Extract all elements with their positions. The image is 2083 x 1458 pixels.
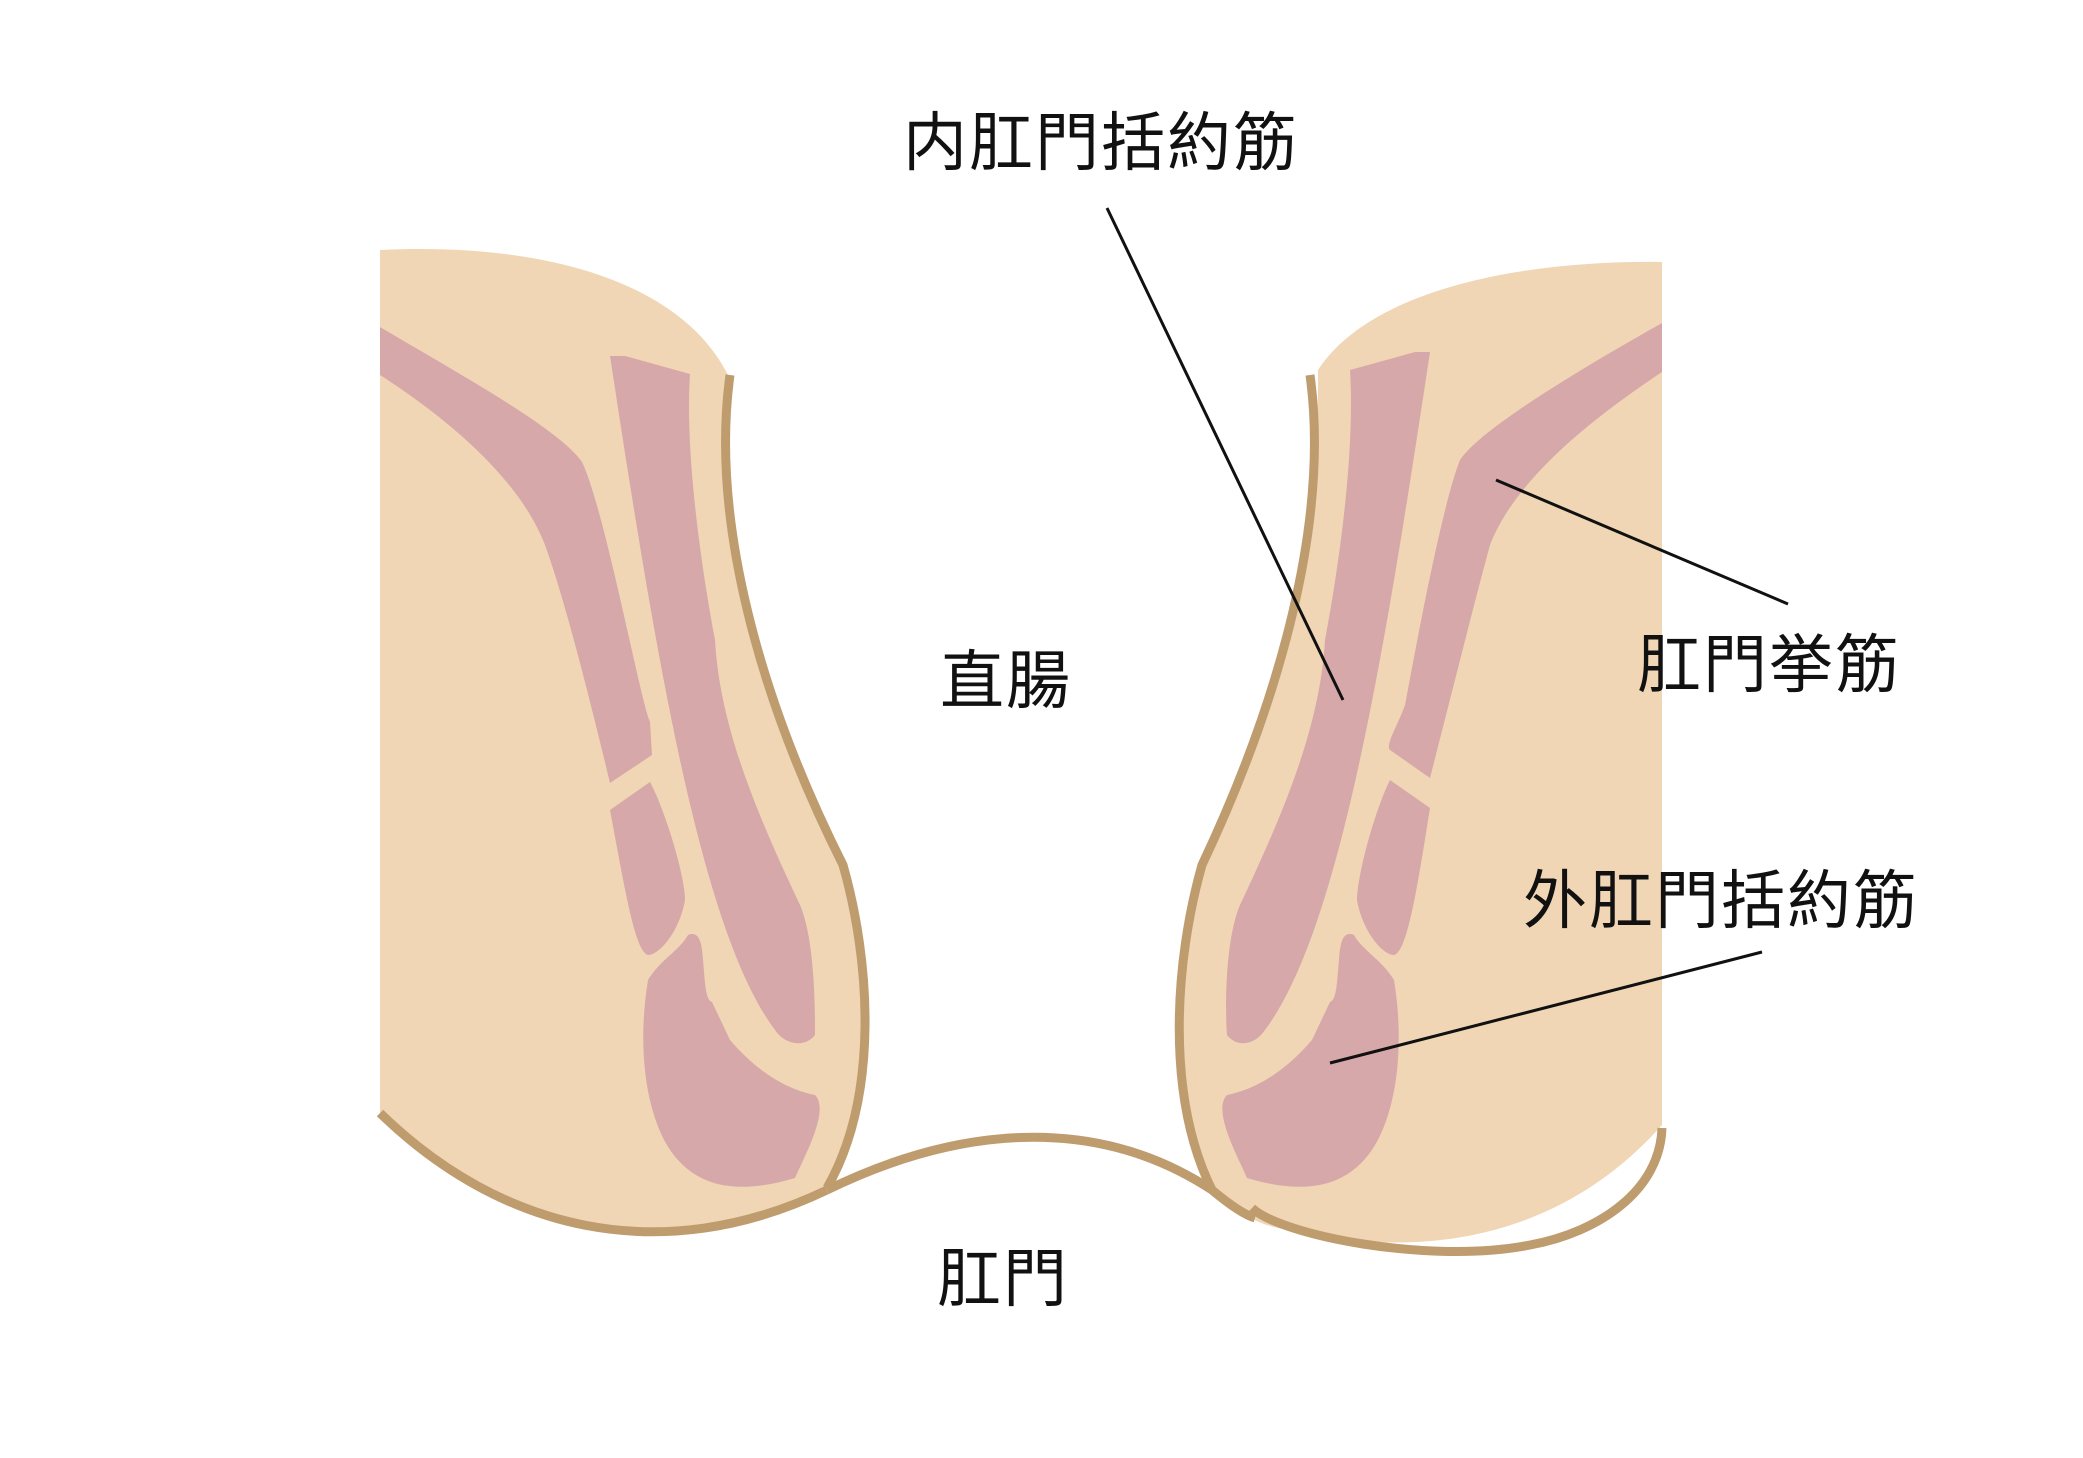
label-internal-anal-sphincter: 内肛門括約筋 — [903, 107, 1299, 181]
right-internal-sphincter-muscle — [1226, 352, 1430, 1044]
left-external-sphincter-deep — [610, 782, 685, 955]
label-rectum: 直腸 — [940, 645, 1072, 719]
left-internal-sphincter-muscle — [610, 356, 815, 1044]
leader-levator-ani — [1495, 478, 1789, 606]
leader-lines — [1105, 207, 1789, 1065]
right-rectal-wall — [1174, 374, 1319, 1192]
right-external-sphincter-superficial — [1222, 934, 1399, 1187]
left-skin-contour — [376, 1109, 829, 1237]
leader-external-sphincter — [1329, 950, 1763, 1065]
anal-canal-skin-fold — [825, 1132, 1257, 1223]
left-side — [376, 248, 870, 1237]
left-levator-ani-muscle — [380, 327, 652, 783]
left-rectal-wall — [721, 374, 870, 1191]
left-external-sphincter-superficial — [643, 934, 820, 1187]
right-skin-contour — [1248, 1127, 1667, 1257]
right-side — [1174, 261, 1667, 1257]
right-levator-ani-muscle — [1388, 323, 1662, 778]
label-levator-ani: 肛門挙筋 — [1637, 629, 1901, 703]
leader-internal-sphincter — [1105, 207, 1345, 701]
label-anus: 肛門 — [937, 1243, 1069, 1317]
right-external-sphincter-deep — [1357, 780, 1430, 955]
label-external-anal-sphincter: 外肛門括約筋 — [1523, 865, 1919, 939]
